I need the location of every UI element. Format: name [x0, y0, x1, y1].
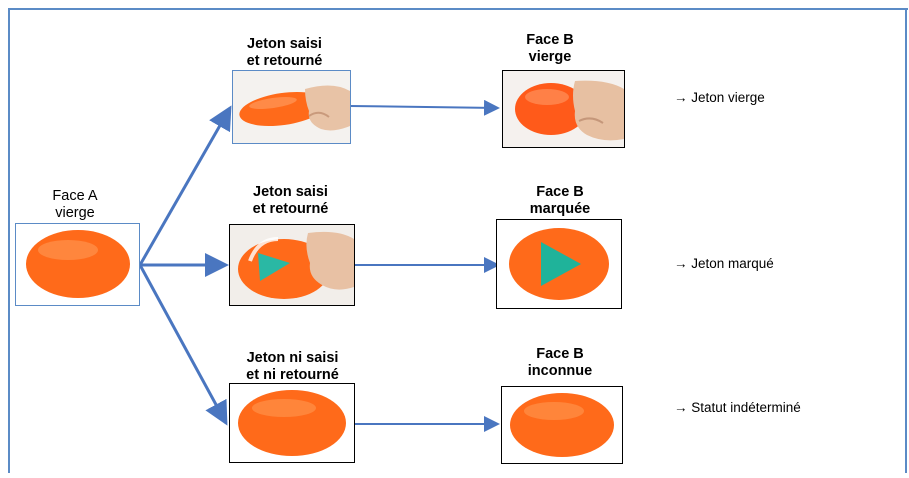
frame-top-border	[8, 8, 908, 10]
hand-flipping-token-icon	[233, 71, 350, 143]
top-grab-label-line2: et retourné	[246, 53, 323, 69]
orange-token-icon	[510, 393, 614, 457]
face-b-bot-label-line2: inconnue	[527, 363, 593, 379]
face-a-label: Face A vierge	[30, 188, 120, 222]
face-a-label-line1: Face A	[52, 188, 98, 204]
hand-holding-token-icon	[503, 71, 624, 147]
mid-grab-image	[229, 224, 355, 306]
frame-right-border	[905, 8, 907, 473]
face-b-top-image	[502, 70, 625, 148]
triangle-marker-icon	[541, 242, 581, 286]
bot-grab-label-line2: et ni retourné	[246, 367, 339, 383]
bot-grab-label-line1: Jeton ni saisi	[246, 350, 339, 366]
face-b-mid-label-line1: Face B	[536, 184, 584, 200]
mid-grab-label-line1: Jeton saisi	[253, 184, 328, 200]
result-top: → Jeton vierge	[674, 90, 765, 105]
face-b-bot-image	[501, 386, 623, 464]
mid-grab-label: Jeton saisi et retourné	[228, 184, 353, 218]
orange-token-icon	[238, 390, 346, 456]
mid-grab-label-line2: et retourné	[252, 201, 329, 217]
face-b-mid-label-line2: marquée	[529, 201, 591, 217]
face-b-bot-label-line1: Face B	[536, 346, 584, 362]
face-a-label-line2: vierge	[55, 205, 95, 221]
frame-left-border	[8, 8, 10, 473]
bot-grab-label: Jeton ni saisi et ni retourné	[225, 350, 360, 384]
arrow-a-to-top	[138, 105, 232, 266]
result-bot: → Statut indéterminé	[674, 400, 801, 415]
top-grab-image	[232, 70, 351, 144]
result-mid: → Jeton marqué	[674, 256, 774, 271]
hand-flipping-marked-token-icon	[230, 225, 354, 305]
face-b-top-label: Face B vierge	[505, 32, 595, 66]
face-b-top-label-line2: vierge	[528, 49, 572, 65]
orange-token-icon	[26, 230, 130, 298]
face-b-mid-label: Face B marquée	[510, 184, 610, 218]
marked-token-icon	[509, 228, 609, 300]
arrow-a-to-bot	[138, 264, 228, 426]
face-b-top-label-line1: Face B	[526, 32, 574, 48]
face-b-mid-image	[496, 219, 622, 309]
arrow-top-to-faceb	[349, 99, 500, 116]
face-b-bot-label: Face B inconnue	[510, 346, 610, 380]
top-grab-label: Jeton saisi et retourné	[222, 36, 347, 70]
top-grab-label-line1: Jeton saisi	[247, 36, 322, 52]
face-a-image	[15, 223, 140, 306]
bot-grab-image	[229, 383, 355, 463]
